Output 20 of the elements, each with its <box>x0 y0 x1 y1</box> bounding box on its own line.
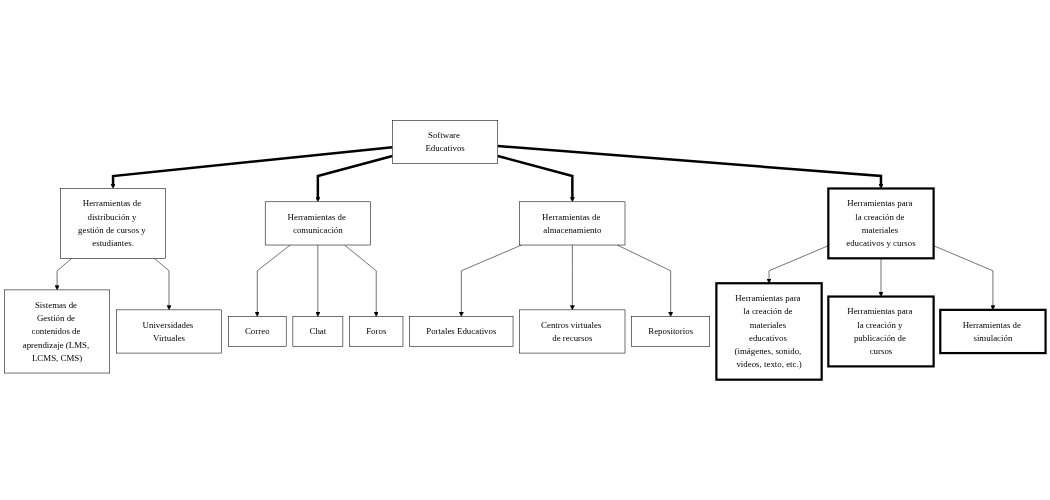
node-box: Centros virtuales de recursos <box>519 309 626 354</box>
arrow <box>497 154 575 202</box>
node-box: Universidades Virtuales <box>116 309 222 354</box>
node-box: Herramientas de almacenamiento <box>519 201 626 246</box>
node-box: Sistemas de Gestión de contenidos de aprendizaje (LMS, LCMS, CMS) <box>4 289 110 374</box>
node-box: Herramientas para la creación de materiales educativos y cursos <box>827 187 935 260</box>
node-box: Software Educativos <box>392 120 499 164</box>
node-box: Herramientas para la creación y publicación de cursos <box>827 295 935 368</box>
node-box: Herramientas para la creación de materiales educativos (imágenes, sonido, videos, texto, etc.) <box>715 282 823 381</box>
arrow <box>110 146 393 189</box>
node-box: Herramientas de comunicación <box>264 201 371 246</box>
node-box: Herramientas de distribución y gestión de cursos y estudiantes. <box>60 188 166 259</box>
node-box: Herramientas de simulación <box>939 308 1047 355</box>
node-box: Foros <box>349 316 404 347</box>
node-box: Chat <box>292 316 344 347</box>
arrow <box>497 144 884 189</box>
node-box: Repositorios <box>631 316 710 347</box>
node-box: Correo <box>228 316 287 347</box>
node-box: Portales Educativos <box>409 316 514 347</box>
arrow <box>315 154 393 202</box>
